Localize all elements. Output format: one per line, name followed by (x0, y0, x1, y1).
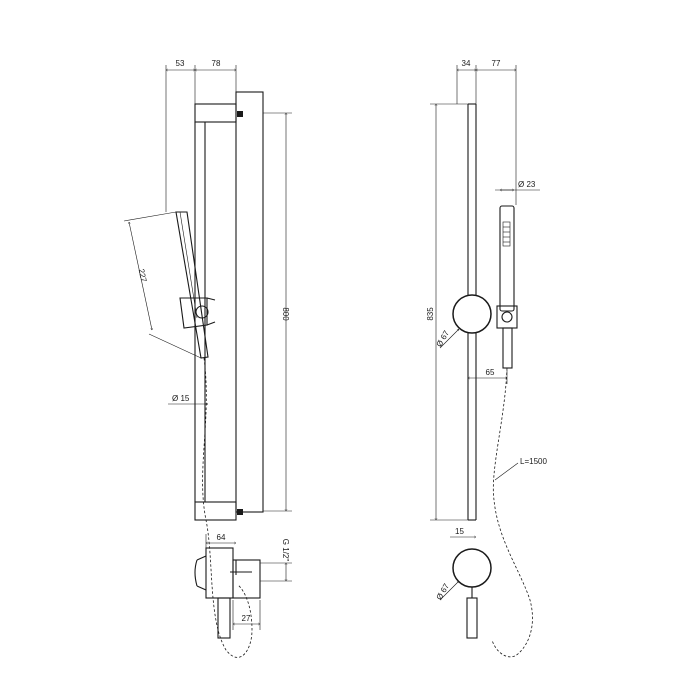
left-view: 53 78 800 227 Ø 15 64 G 1/2" (123, 59, 292, 658)
dim-77: 77 (492, 59, 501, 68)
front-hand-shower (496, 205, 518, 369)
dim-53: 53 (176, 59, 185, 68)
hand-shower (175, 211, 216, 359)
wall-outlet (194, 547, 261, 639)
right-dimensions: 34 77 835 Ø 23 Ø 67 65 L=1500 15 (426, 59, 547, 602)
dim-dia-15: Ø 15 (172, 394, 190, 403)
front-hose (491, 367, 533, 658)
wall-section (235, 91, 264, 513)
slider-knob (452, 294, 492, 334)
dim-dia-23: Ø 23 (518, 180, 536, 189)
dim-227: 227 (137, 268, 149, 283)
front-outlet (452, 548, 492, 639)
hose (202, 357, 253, 658)
dim-800: 800 (281, 307, 290, 321)
dim-835: 835 (426, 307, 435, 321)
dim-65: 65 (486, 368, 495, 377)
dim-78: 78 (212, 59, 221, 68)
dim-15: 15 (455, 527, 464, 536)
dim-27: 27 (242, 614, 251, 623)
sliding-bar (194, 103, 243, 521)
dim-dia-67: Ø 67 (435, 329, 452, 349)
dim-34: 34 (462, 59, 471, 68)
dim-hose-length: L=1500 (520, 457, 547, 466)
dim-thread: G 1/2" (281, 539, 290, 562)
dim-64: 64 (217, 533, 226, 542)
left-dimensions: 53 78 800 227 Ø 15 64 G 1/2" (123, 59, 292, 630)
right-view: 34 77 835 Ø 23 Ø 67 65 L=1500 15 (426, 59, 547, 658)
